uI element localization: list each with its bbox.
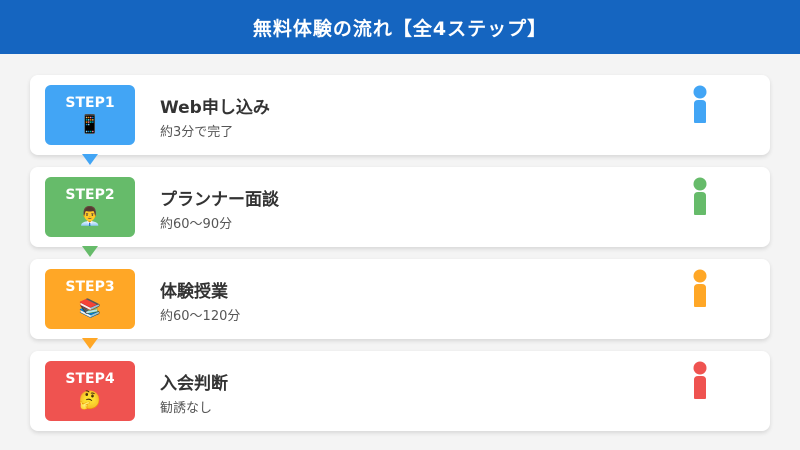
step-badge-2: STEP2 👨‍💼 <box>45 177 135 237</box>
step-title: 体験授業 <box>160 282 228 302</box>
step-subtitle: 約60〜120分 <box>160 309 241 324</box>
step-title: プランナー面談 <box>160 190 279 210</box>
step-badge-4: STEP4 🤔 <box>45 361 135 421</box>
step-label: STEP2 <box>65 187 115 203</box>
person-icon <box>693 269 707 307</box>
step-badge-1: STEP1 📱 <box>45 85 135 145</box>
office-worker-icon: 👨‍💼 <box>78 206 102 227</box>
mobile-phone-icon: 📱 <box>78 114 102 135</box>
person-icon <box>693 85 707 123</box>
person-icon <box>693 361 707 399</box>
person-icon <box>693 177 707 215</box>
step-card-2: STEP2 👨‍💼 プランナー面談 約60〜90分 <box>30 167 770 247</box>
step-title: Web申し込み <box>160 98 270 118</box>
books-icon: 📚 <box>78 298 102 319</box>
step-card-3: STEP3 📚 体験授業 約60〜120分 <box>30 259 770 339</box>
step-arrow-3 <box>82 338 98 349</box>
step-badge-3: STEP3 📚 <box>45 269 135 329</box>
page-header: 無料体験の流れ【全4ステップ】 <box>0 0 800 54</box>
thinking-face-icon: 🤔 <box>78 390 102 411</box>
step-card-4: STEP4 🤔 入会判断 勧誘なし <box>30 351 770 431</box>
step-subtitle: 勧誘なし <box>160 401 213 416</box>
step-subtitle: 約60〜90分 <box>160 217 233 232</box>
step-label: STEP1 <box>65 95 115 111</box>
step-subtitle: 約3分で完了 <box>160 125 234 140</box>
step-arrow-1 <box>82 154 98 165</box>
step-title: 入会判断 <box>160 374 228 394</box>
step-label: STEP3 <box>65 279 115 295</box>
page-title: 無料体験の流れ【全4ステップ】 <box>252 17 548 40</box>
step-card-1: STEP1 📱 Web申し込み 約3分で完了 <box>30 75 770 155</box>
step-label: STEP4 <box>65 371 115 387</box>
step-arrow-2 <box>82 246 98 257</box>
